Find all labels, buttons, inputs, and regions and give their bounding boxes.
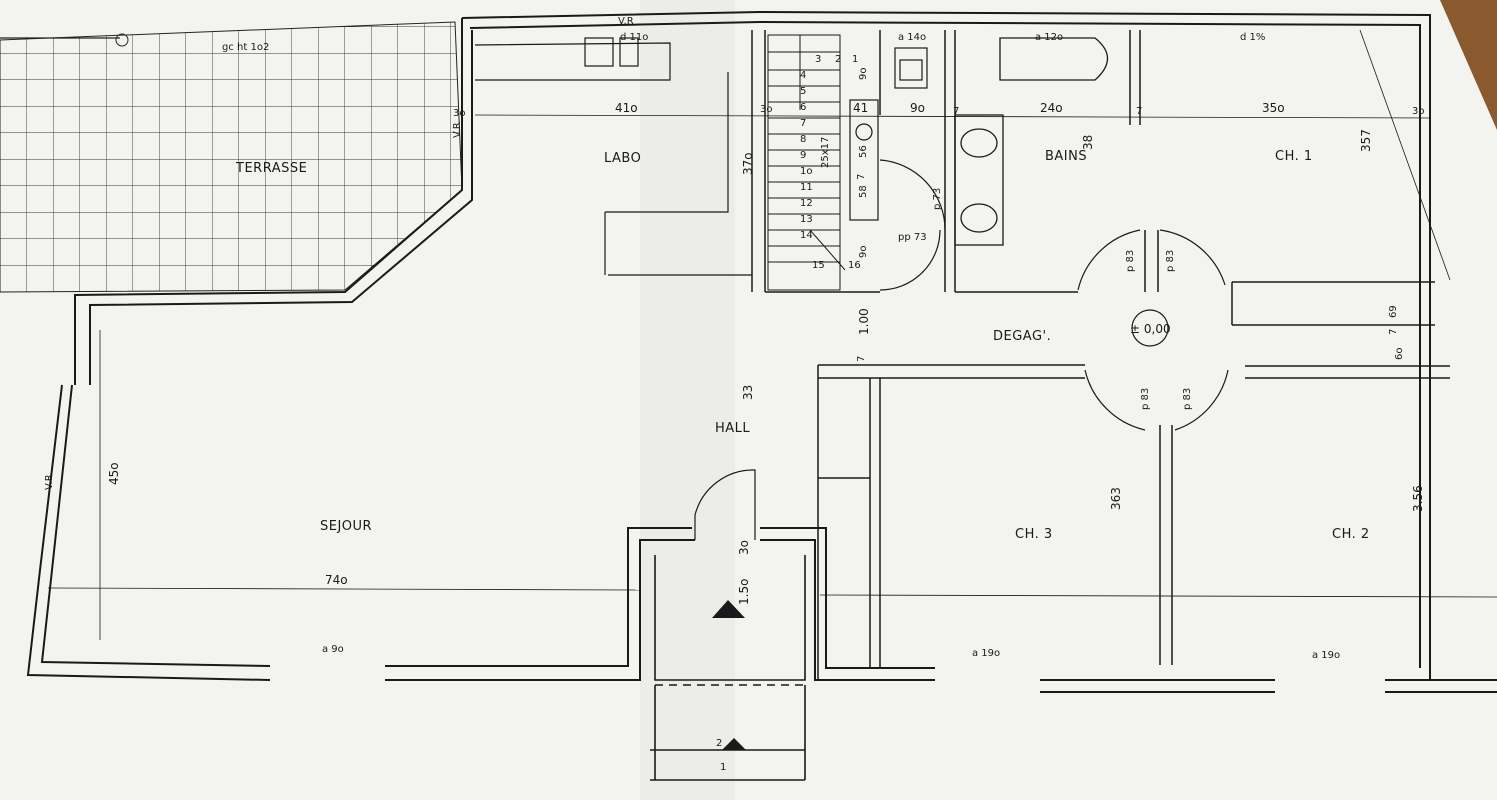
staircase [767,34,846,291]
kitchen-counter [474,37,752,276]
dim-p83d: p 83 [1182,388,1193,410]
note-vr-top: V.R [618,16,634,27]
bath-fixtures [954,37,1109,246]
interior-walls [751,30,1450,680]
level-marker-circle [1131,309,1169,347]
room-label-ch3: CH. 3 [1015,527,1053,542]
dim-100: 1.00 [857,308,871,335]
dim-ch1-depth: 357 [1359,129,1373,152]
dim-hall-30: 3o [737,540,751,555]
dim-7d: 7 [1388,329,1399,335]
door-swings [694,159,1229,540]
window-label-ch2: a 19o [1312,650,1340,661]
dim-hall-door: 1.5o [737,579,751,605]
stair-number: 2 [835,54,841,65]
dim-bains-width: 24o [1040,101,1063,115]
note-section-1: 1 [720,762,726,773]
dim-right-30: 3o [1412,106,1424,117]
dim-30: 3o [760,104,772,115]
dim-7b: 7 [1136,106,1142,117]
room-label-bains: BAINS [1045,149,1087,164]
dim-7c: 7 [856,356,867,362]
wc-fixtures [849,47,928,221]
entrance-porch [650,555,806,781]
dim-58: 58 [858,185,869,198]
room-label-degag: DEGAG'. [993,329,1051,344]
paper-fold [640,0,735,800]
dim-pp73: pp 73 [898,232,927,243]
dim-ch1-width: 35o [1262,101,1285,115]
stair-number: 7 [800,118,806,129]
dim-25: 25x17 [820,137,831,168]
window-label-ch1: d 1% [1240,32,1265,43]
room-label-sejour: SEJOUR [320,519,372,534]
dim-p83a: p 83 [1125,250,1136,272]
window-label-labo: d 11o [620,32,648,43]
stair-number: 8 [800,134,806,145]
stair-number: 9 [800,150,806,161]
stair-number: 12 [800,198,813,209]
dim-wc-41: 41 [853,101,868,115]
stair-number: 5 [800,86,806,97]
note-vr-terrace: V.R [452,122,463,138]
stair-number: 11 [800,182,813,193]
dim-7e: 7 [856,174,867,180]
section-arrow [722,738,746,750]
dim-60: 6o [1394,348,1405,360]
dim-p83c: p 83 [1140,388,1151,410]
stair-number: 13 [800,214,813,225]
dim-16: 16 [848,260,861,271]
exterior-walls [26,10,1497,693]
window-label-bath: a 12o [1035,32,1063,43]
note-gc: gc ht 1o2 [222,42,269,53]
note-section-2: 2 [716,738,722,749]
dim-wc-width: 9o [910,101,925,115]
stair-number: 1o [800,166,812,177]
window-label-sejour: a 9o [322,644,344,655]
dim-69: 69 [1388,305,1399,318]
room-label-terrasse: TERRASSE [235,161,307,176]
dim-p73: p 73 [932,188,943,210]
stair-number: 14 [800,230,813,241]
note-vr-left: V.R [44,474,55,490]
dim-sejour-depth: 45o [107,462,121,485]
entrance-arrow [712,600,745,618]
dim-bains-depth: 38 [1081,135,1095,150]
stair-number: 6 [800,102,806,113]
window-label-wc: a 14o [898,32,926,43]
stair-number: 4 [800,70,806,81]
dim-ch2-depth: 3.56 [1411,485,1425,512]
room-label-ch2: CH. 2 [1332,527,1370,542]
room-label-labo: LABO [604,151,641,166]
stair-number: 3 [815,54,821,65]
dim-terrace-30: 3o [453,108,465,119]
stair-number: 1 [852,54,858,65]
dim-7a: 7 [953,106,959,117]
dim-ch3-depth: 363 [1109,487,1123,510]
room-label-hall: HALL [715,421,750,436]
note-level: ± 0,00 [1130,322,1171,336]
dim-labo-width: 41o [615,101,638,115]
dimension-lines [47,29,1497,640]
dim-56: 56 [858,145,869,158]
dim-90a: 9o [858,68,869,80]
dim-sejour-width: 74o [325,573,348,587]
window-label-ch3: a 19o [972,648,1000,659]
dim-p83b: p 83 [1165,250,1176,272]
dim-15: 15 [812,260,825,271]
terrace-marker [115,33,129,47]
dim-90b: 9o [858,246,869,258]
dim-hall-depth: 33 [741,385,755,400]
room-label-ch1: CH. 1 [1275,149,1313,164]
dim-labo-depth: 37o [741,152,755,175]
